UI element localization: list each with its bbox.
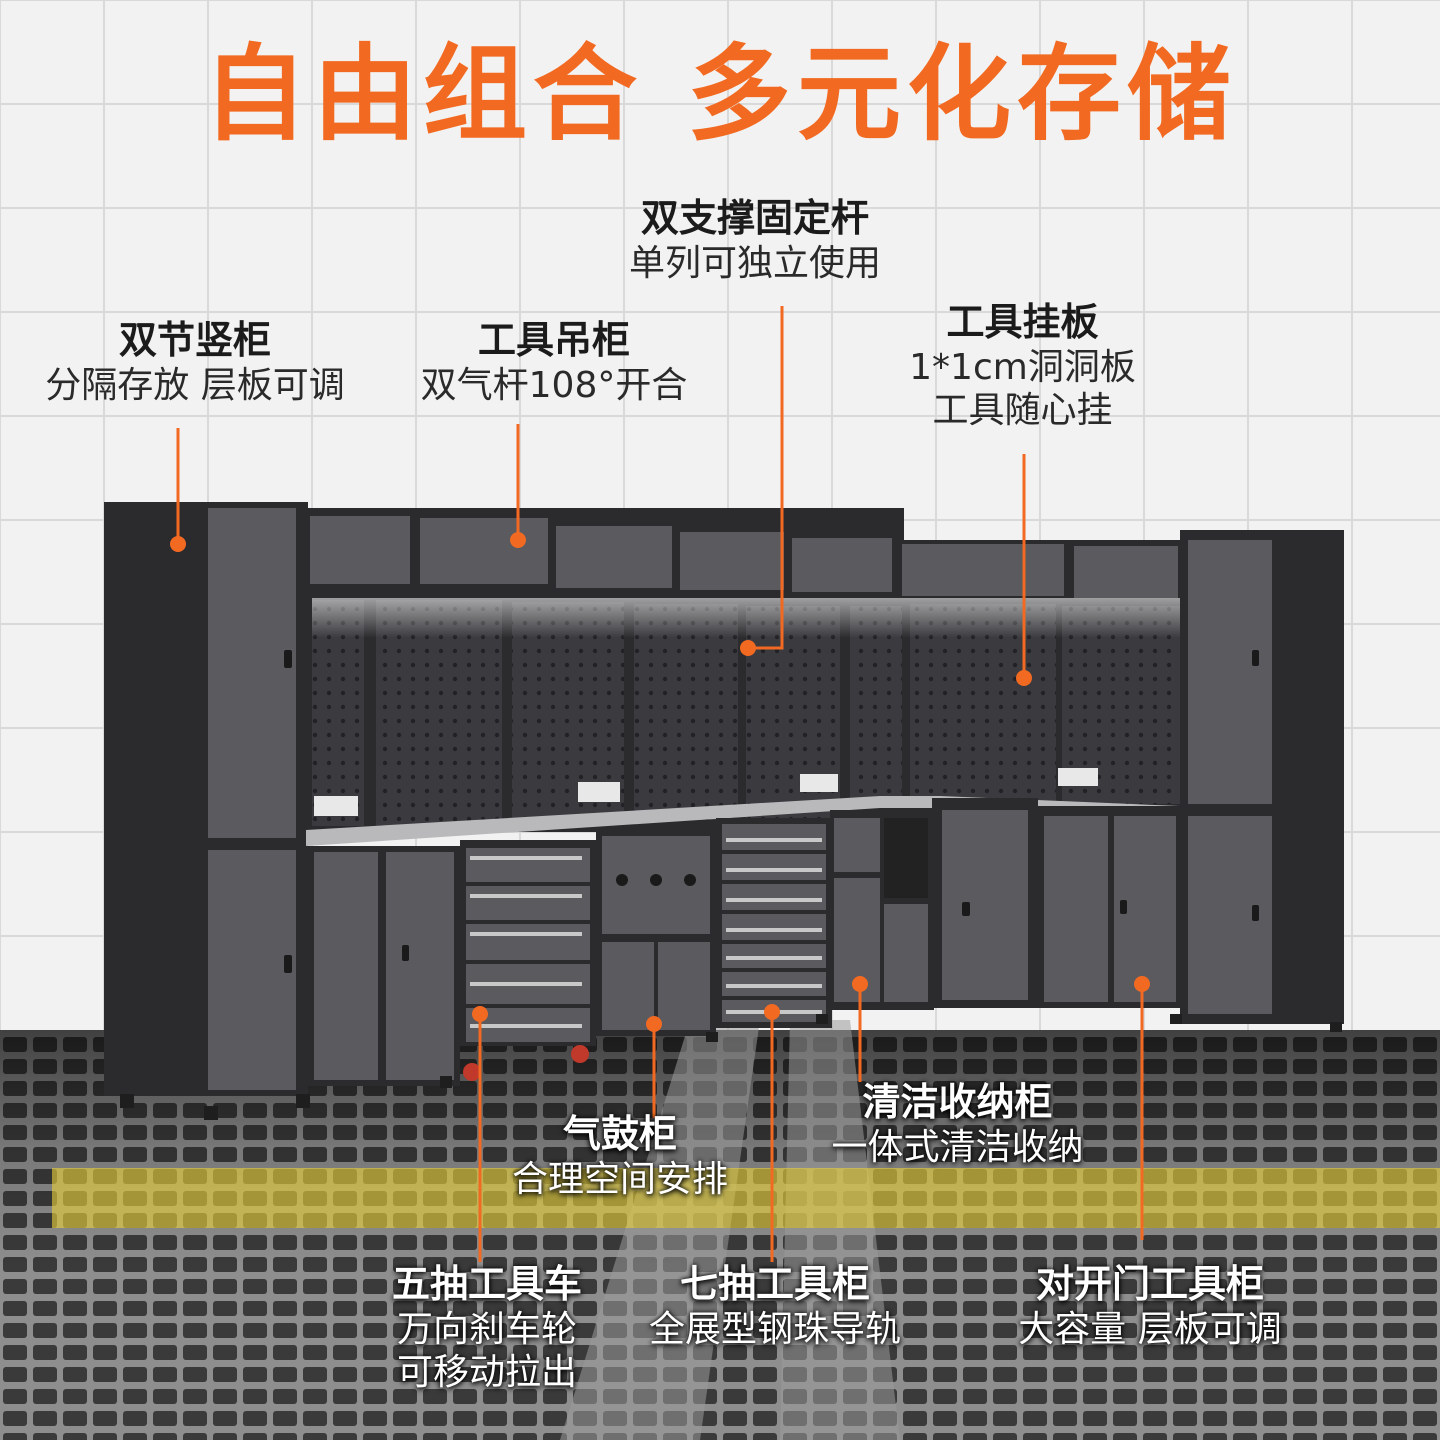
right-tall-cabinet <box>1180 530 1344 1024</box>
label-cleaning-cabinet: 清洁收纳柜 一体式清洁收纳 <box>800 1080 1115 1169</box>
label-title: 双支撑固定杆 <box>640 196 869 240</box>
cabinet-feet <box>120 1014 1342 1120</box>
floor-walkway-left <box>560 1020 760 1440</box>
label-subtitle: 分隔存放 层板可调 <box>45 364 345 406</box>
label-title: 对开门工具柜 <box>1035 1262 1264 1306</box>
label-subtitle: 全展型钢珠导轨 <box>648 1308 901 1350</box>
label-title: 工具挂板 <box>946 300 1099 344</box>
label-title: 工具吊柜 <box>477 318 630 362</box>
callout-dots <box>170 532 1150 1032</box>
label-seven-drawer-cabinet: 七抽工具柜 全展型钢珠导轨 <box>620 1262 930 1351</box>
label-title: 气鼓柜 <box>562 1112 677 1156</box>
headline-part2: 多元化存储 <box>687 33 1238 155</box>
label-subtitle: 合理空间安排 <box>511 1158 728 1200</box>
label-title: 五抽工具车 <box>391 1262 582 1306</box>
label-title: 七抽工具柜 <box>679 1262 870 1306</box>
label-subtitle-2: 可移动拉出 <box>396 1351 577 1393</box>
headline: 自由组合多元化存储 <box>0 34 1440 154</box>
label-subtitle-2: 工具随心挂 <box>932 389 1113 431</box>
label-title: 双节竖柜 <box>118 318 271 362</box>
callout-lines <box>176 306 1144 1262</box>
headline-part1: 自由组合 <box>202 33 643 155</box>
label-subtitle: 1*1cm洞洞板 <box>909 346 1136 388</box>
label-hanging-cabinet: 工具吊柜 双气杆108°开合 <box>404 318 704 407</box>
label-subtitle: 万向刹车轮 <box>396 1308 577 1350</box>
label-five-drawer-cart: 五抽工具车 万向刹车轮 可移动拉出 <box>372 1262 602 1394</box>
label-title: 清洁收纳柜 <box>862 1080 1053 1124</box>
label-drum-cabinet: 气鼓柜 合理空间安排 <box>485 1112 755 1201</box>
yellow-safety-band <box>52 1168 1440 1228</box>
label-subtitle: 双气杆108°开合 <box>420 364 688 406</box>
pegboard-wall <box>304 596 1186 832</box>
label-pegboard: 工具挂板 1*1cm洞洞板 工具随心挂 <box>880 300 1165 432</box>
floor-walkway-right <box>780 1020 900 1440</box>
label-subtitle: 一体式清洁收纳 <box>831 1126 1084 1168</box>
double-vertical-cabinet <box>104 502 308 1096</box>
hanging-cabinet-row <box>304 508 1186 604</box>
label-support-rod: 双支撑固定杆 单列可独立使用 <box>600 196 910 285</box>
label-subtitle: 单列可独立使用 <box>628 242 881 284</box>
label-double-door-cabinet: 对开门工具柜 大容量 层板可调 <box>990 1262 1310 1351</box>
lower-base-cabinets <box>306 798 1180 1086</box>
label-double-vertical-cabinet: 双节竖柜 分隔存放 层板可调 <box>20 318 370 407</box>
label-subtitle: 大容量 层板可调 <box>1018 1308 1282 1350</box>
